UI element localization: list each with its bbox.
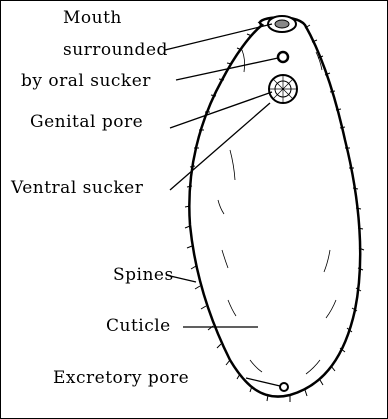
excretory-pore: [280, 383, 288, 391]
genital-pore: [278, 52, 288, 62]
body-outline: [189, 17, 360, 396]
ventral-sucker: [269, 75, 297, 103]
label-cuticle: Cuticle: [106, 316, 171, 336]
label-genital-pore: Genital pore: [30, 112, 143, 132]
label-mouth-3: by oral sucker: [21, 71, 151, 91]
oral-sucker: [268, 16, 296, 32]
label-ventral-sucker: Ventral sucker: [11, 178, 143, 198]
label-excretory-pore: Excretory pore: [53, 368, 189, 388]
label-spines: Spines: [113, 265, 174, 285]
label-mouth-2: surrounded: [63, 40, 168, 60]
label-mouth-1: Mouth: [63, 8, 122, 28]
